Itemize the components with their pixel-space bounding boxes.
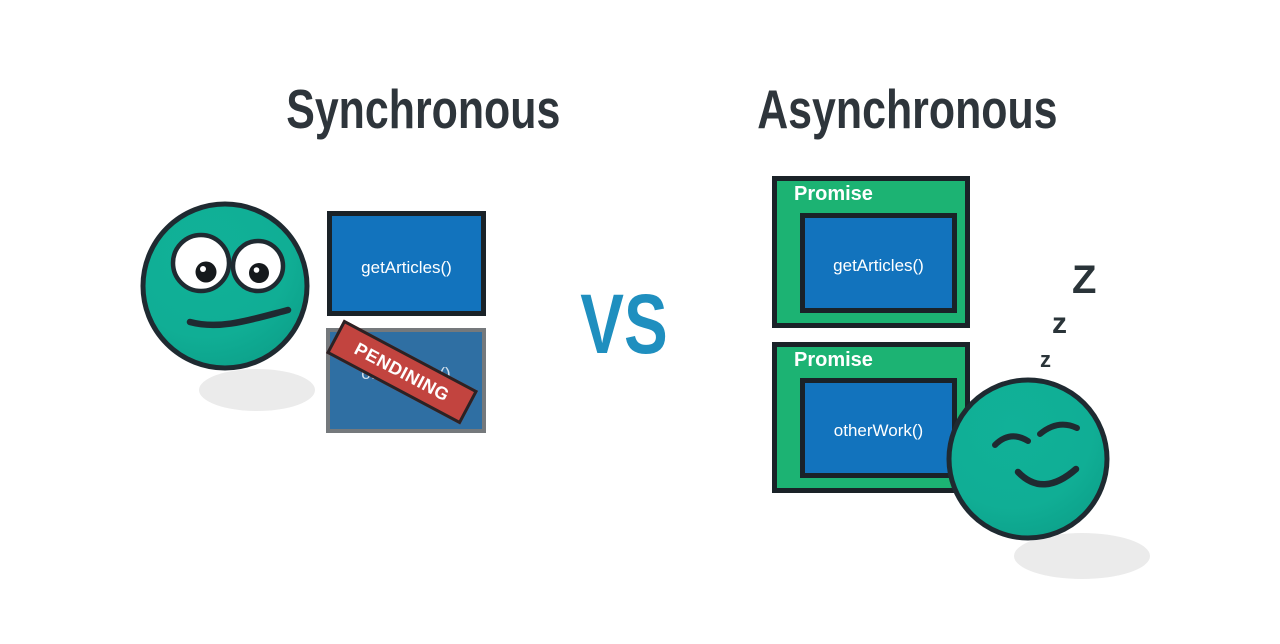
sleeping-smile [1014,465,1080,488]
sleep-z-medium: z [1052,307,1067,340]
worried-right-pupil [249,263,269,283]
async-getarticles-label: getArticles() [833,256,924,275]
sleeping-face-head [946,377,1110,541]
sleep-z-small: z [1040,347,1051,372]
async-getarticles-box: getArticles() [800,213,957,313]
promise-box-getarticles: Promise getArticles() [772,176,970,328]
promise-label: Promise [794,183,873,205]
sync-getarticles-label: getArticles() [361,257,452,277]
sleeping-right-eye [1037,421,1080,437]
synchronous-title: Synchronous [286,78,561,140]
promise-box-otherwork: Promise otherWork() [772,342,970,493]
worried-left-pupil [195,261,217,283]
async-otherwork-box: otherWork() [800,378,957,478]
sleeping-left-eye [992,433,1031,448]
asynchronous-title: Asynchronous [757,78,1058,140]
worried-face-icon [140,201,315,411]
promise-label: Promise [794,349,873,371]
sleeping-face-shadow [1014,533,1150,579]
worried-face-head [140,201,310,371]
sleep-z-large: Z [1072,258,1097,302]
sleeping-face-icon [946,377,1150,579]
async-otherwork-label: otherWork() [833,421,924,440]
worried-right-pupil-highlight [253,267,260,273]
sync-getarticles-box: getArticles() [327,211,486,316]
worried-face-shadow [199,369,315,411]
worried-mouth [186,306,292,329]
vs-label: VS [580,277,668,371]
worried-left-pupil-highlight [200,266,206,272]
